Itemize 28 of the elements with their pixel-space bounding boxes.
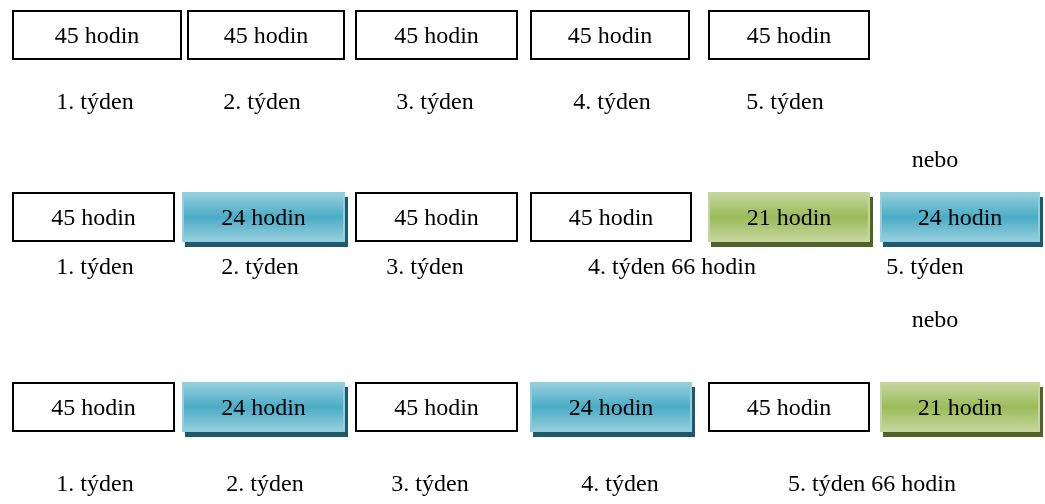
hours-box: 45 hodin [708, 382, 870, 432]
hours-box: 45 hodin [530, 192, 692, 242]
or-label: nebo [911, 306, 959, 333]
week-label: 5. týden [746, 88, 824, 115]
hours-box: 45 hodin [187, 10, 345, 60]
week-label: 3. týden [396, 88, 474, 115]
week-label: 4. týden [573, 88, 651, 115]
hours-box: 45 hodin [708, 10, 870, 60]
week-label: 3. týden [391, 470, 469, 497]
hours-box: 45 hodin [355, 382, 518, 432]
week-label: 2. týden [223, 88, 301, 115]
week-label: 1. týden [56, 470, 134, 497]
hours-box: 45 hodin [12, 192, 175, 242]
hours-box: 45 hodin [355, 192, 518, 242]
hours-box: 45 hodin [12, 382, 175, 432]
week-label: 1. týden [56, 88, 134, 115]
week-label: 2. týden [226, 470, 304, 497]
week-label: 1. týden [56, 253, 134, 280]
week-label: 3. týden [386, 253, 464, 280]
hours-box: 45 hodin [12, 10, 182, 60]
week-label: 2. týden [221, 253, 299, 280]
hours-box: 45 hodin [355, 10, 518, 60]
hours-box: 45 hodin [530, 10, 690, 60]
or-label: nebo [911, 146, 959, 173]
week-label: 5. týden 66 hodin [788, 470, 956, 497]
week-label: 4. týden 66 hodin [588, 253, 756, 280]
week-label: 4. týden [581, 470, 659, 497]
week-label: 5. týden [886, 253, 964, 280]
